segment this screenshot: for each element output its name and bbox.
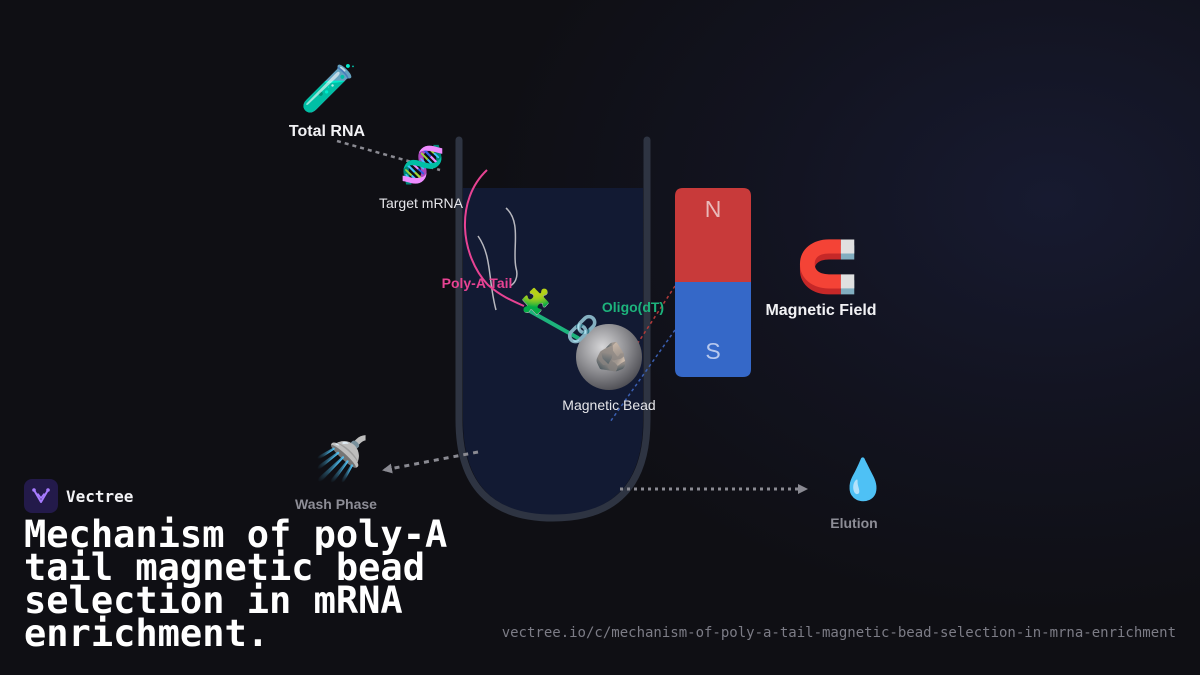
rna-strand-background [505,207,518,287]
droplet-icon: 💧 [838,457,888,503]
rna-strand-background [477,235,497,311]
wash-phase-label: Wash Phase [295,496,377,512]
magnetic-field-line-north [631,285,676,353]
tube-liquid [463,188,643,515]
poly-a-tail-strand [464,169,525,307]
oligo-dt-linker [526,308,580,340]
source-url[interactable]: vectree.io/c/mechanism-of-poly-a-tail-ma… [501,625,1176,641]
magnet-north-label: N [704,196,722,222]
brand: Vectree [24,479,133,513]
test-tube-icon: 🧪 [300,61,358,115]
vectree-logo-icon [24,479,58,513]
tube-wall [455,136,651,522]
oligo-dt-label: Oligo(dT) [601,299,665,315]
elution-label: Elution [830,515,878,531]
magnetic-bead-label: Magnetic Bead [562,397,656,413]
dna-icon: 🧬 [400,145,445,186]
magnet-icon: 🧲 [796,238,859,296]
magnetic-field-label: Magnetic Field [765,302,877,319]
link-icon: 🔗 [566,315,599,345]
shower-icon: 🚿 [314,434,369,485]
magnet-south-label: S [705,338,721,364]
total-rna-connector [336,139,441,172]
rock-icon: 🪨 [594,340,629,373]
magnet-south-pole [675,282,751,377]
target-mrna-label: Target mRNA [378,195,464,211]
magnetic-field-line-south [609,329,676,423]
poly-a-tail-label: Poly-A Tail [441,275,513,291]
puzzle-piece-icon: 🧩 [520,287,552,316]
magnetic-bead [576,324,642,390]
page-title: Mechanism of poly-A tail magnetic bead s… [24,513,448,655]
brand-name: Vectree [66,486,134,506]
total-rna-label: Total RNA [288,123,366,140]
magnet-north-pole [675,188,751,282]
